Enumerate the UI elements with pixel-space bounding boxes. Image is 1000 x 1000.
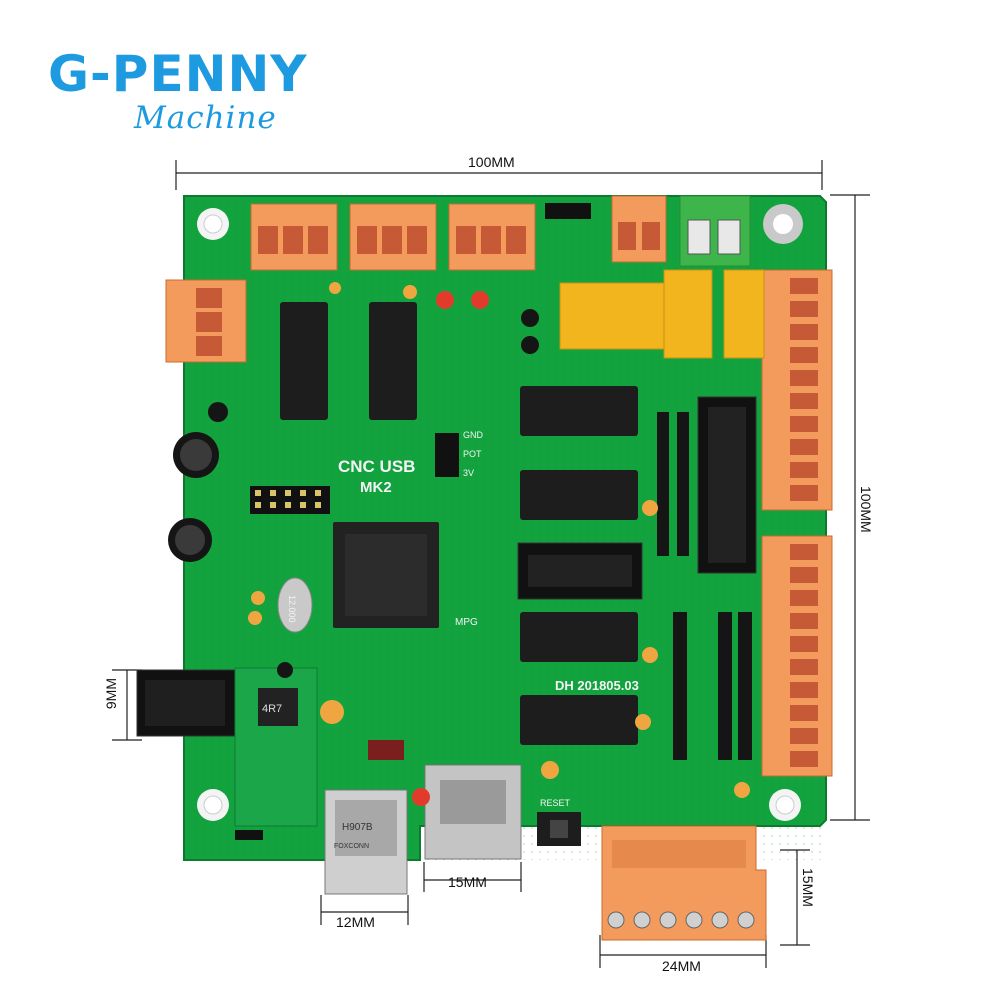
top-terminals: [250, 195, 751, 271]
brand-name: G-PENNY: [48, 45, 308, 103]
left-terminal: [165, 279, 247, 363]
terminal-slot: [790, 751, 818, 767]
header-pin: [255, 502, 261, 508]
dimension-width-top: 100MM: [468, 154, 515, 170]
brand-logo: G-PENNY Machine: [48, 44, 368, 144]
terminal-screw: [737, 911, 755, 929]
header-pins: [255, 490, 321, 508]
terminal-slot: [790, 347, 818, 363]
dimension-sd-slot: 15MM: [448, 874, 487, 890]
bottom-terminal: [601, 825, 767, 941]
header-pin: [285, 490, 291, 496]
terminal-screw: [685, 911, 703, 929]
terminal-slot: [790, 567, 818, 583]
terminal-slot: [790, 544, 818, 560]
dimension-terminal-width: 24MM: [662, 958, 701, 974]
terminal-screw: [711, 911, 729, 929]
terminal-slot: [790, 636, 818, 652]
brand-tagline: Machine: [134, 100, 277, 136]
board-model: MK2: [360, 479, 392, 496]
right-terminal-slots: [790, 278, 818, 767]
pin-label-3v: 3V: [463, 468, 474, 478]
header-pin: [300, 490, 306, 496]
small-parts: [235, 282, 750, 840]
header-pin: [300, 502, 306, 508]
dimension-terminal-height: 15MM: [800, 868, 816, 907]
terminal-slot: [790, 278, 818, 294]
header-pin: [255, 490, 261, 496]
usb-brand: FOXCONN: [334, 843, 369, 850]
terminal-slot: [790, 613, 818, 629]
reset-label: RESET: [540, 798, 571, 808]
terminal-slot: [790, 590, 818, 606]
terminal-slot: [790, 462, 818, 478]
bottom-terminal-screws: [607, 911, 755, 929]
mpg-label: MPG: [455, 617, 478, 628]
pin-label-pot: POT: [463, 449, 482, 459]
crystal-label: 12.000: [287, 595, 297, 623]
terminal-slot: [790, 705, 818, 721]
terminal-slot: [790, 728, 818, 744]
header-pin: [315, 502, 321, 508]
mounting-holes: [197, 204, 803, 821]
inductor-label: 4R7: [262, 703, 282, 715]
ics: [280, 302, 638, 745]
capacitors: [168, 402, 228, 562]
relays: [559, 269, 765, 359]
header-pin: [285, 502, 291, 508]
usb-marking: H907B: [342, 822, 373, 833]
header-pin: [270, 502, 276, 508]
dimension-dc-jack: 9MM: [103, 678, 119, 710]
headers: [250, 203, 757, 760]
dimension-usb: 12MM: [336, 914, 375, 930]
terminal-screw: [607, 911, 625, 929]
board-date-code: DH 201805.03: [555, 678, 639, 693]
terminal-screw: [633, 911, 651, 929]
board-title: CNC USB: [338, 457, 415, 476]
terminal-slot: [790, 439, 818, 455]
terminal-slot: [790, 659, 818, 675]
header-pin: [315, 490, 321, 496]
terminal-slot: [790, 324, 818, 340]
terminal-slot: [790, 370, 818, 386]
terminal-slot: [790, 393, 818, 409]
terminal-slot: [790, 416, 818, 432]
terminal-slot: [790, 682, 818, 698]
terminal-screw: [659, 911, 677, 929]
terminal-slot: [790, 485, 818, 501]
dimension-height-right: 100MM: [858, 486, 874, 533]
pin-label-gnd: GND: [463, 430, 484, 440]
terminal-slot: [790, 301, 818, 317]
header-pin: [270, 490, 276, 496]
